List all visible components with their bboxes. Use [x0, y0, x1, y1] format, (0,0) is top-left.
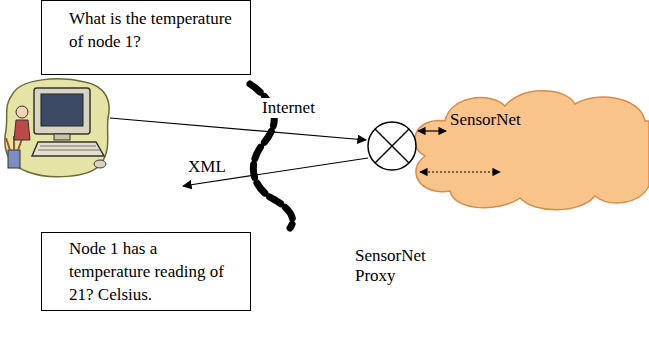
- sensor-link-dotted: [420, 171, 500, 172]
- question-box: What is the temperature of node 1?: [41, 0, 251, 75]
- proxy-symbol: [368, 122, 416, 170]
- request-arrow: [110, 118, 366, 140]
- cloud-label: SensorNet: [450, 108, 521, 131]
- box-text: Node 1 has a temperature reading of 21? …: [69, 237, 242, 306]
- answer-box: Node 1 has a temperature reading of 21? …: [41, 232, 251, 311]
- format-label: XML: [187, 157, 227, 177]
- sensornet-cloud: SensorNet: [405, 86, 649, 212]
- reply-arrow: [183, 158, 368, 186]
- cloud-outline: [405, 86, 649, 212]
- computer-clipart: [5, 79, 109, 177]
- network-label: Internet: [261, 98, 316, 118]
- box-text: What is the temperature of node 1?: [69, 7, 242, 53]
- sensor-link: [418, 130, 446, 131]
- proxy-label: SensorNet Proxy: [354, 246, 436, 286]
